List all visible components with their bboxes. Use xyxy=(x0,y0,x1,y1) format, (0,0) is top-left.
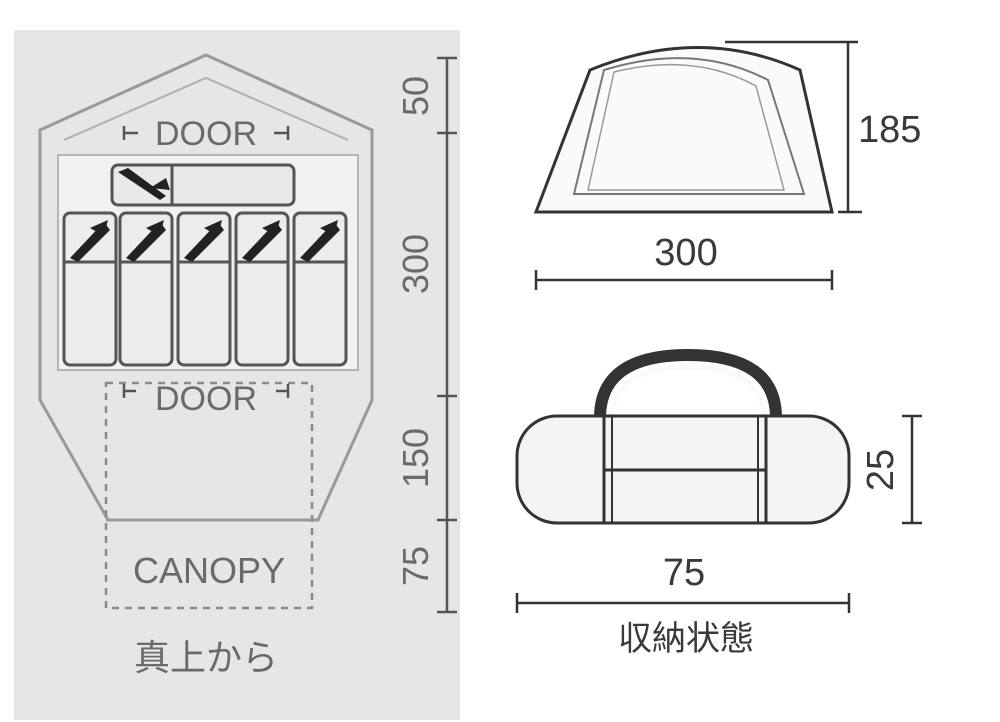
sleeping-bag-vertical xyxy=(62,211,118,367)
height-185-label: 185 xyxy=(858,109,921,151)
tent-side-inner-panel xyxy=(572,57,806,195)
top-view: DOOR DOOR CANOPY 真上から 50 300 150 xyxy=(14,30,460,720)
tent-outline xyxy=(38,53,374,522)
top-view-dimension-scale xyxy=(437,56,457,614)
canopy-label: CANOPY xyxy=(133,550,285,591)
sleeping-bag-horizontal xyxy=(110,163,296,207)
fly-ridge-line xyxy=(63,76,349,141)
side-view: 185 300 xyxy=(533,40,921,290)
bag-height-25-label: 25 xyxy=(860,449,902,491)
bag-handle xyxy=(594,348,782,462)
dimension-300: 300 xyxy=(395,234,436,294)
tent-side-silhouette xyxy=(533,46,834,214)
top-view-background xyxy=(14,30,460,720)
dimension-50: 50 xyxy=(395,76,436,116)
bag-width-75-label: 75 xyxy=(663,552,705,594)
dimension-75: 75 xyxy=(395,546,436,586)
storage-bag: 25 75 収納状態 xyxy=(515,348,922,659)
width-300-label: 300 xyxy=(654,232,717,274)
sleeping-bag-vertical xyxy=(176,211,232,367)
door-top-label: DOOR xyxy=(155,115,257,153)
dimension-150: 150 xyxy=(395,428,436,488)
sleeping-bag-vertical xyxy=(118,211,174,367)
sleeping-bags-vertical xyxy=(62,211,348,367)
door-bottom-label: DOOR xyxy=(155,380,257,418)
sleeping-bag-vertical xyxy=(292,211,348,367)
canopy-dashed-area xyxy=(104,381,314,610)
sleeping-bag-vertical xyxy=(234,211,290,367)
top-view-caption: 真上から xyxy=(134,638,278,679)
storage-caption: 収納状態 xyxy=(618,619,754,659)
